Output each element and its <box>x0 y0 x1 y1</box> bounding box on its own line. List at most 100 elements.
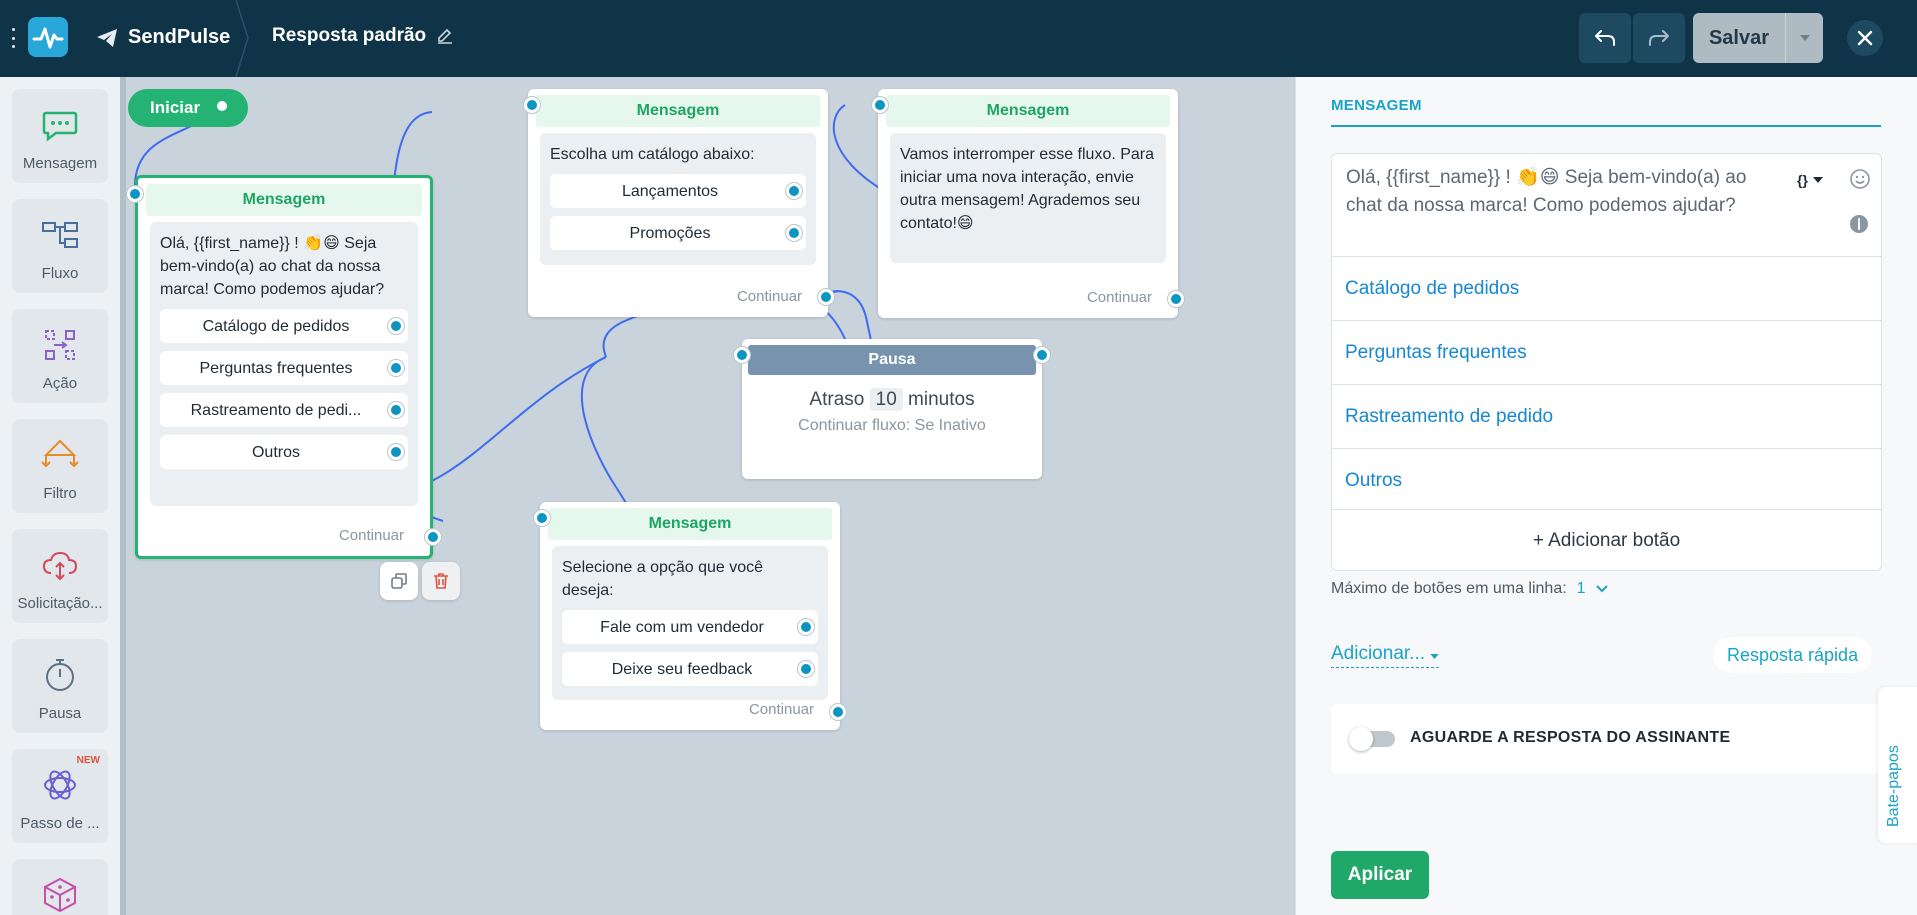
input-port[interactable] <box>127 186 143 202</box>
node-button-catalogo[interactable]: Catálogo de pedidos <box>160 309 408 343</box>
pause-node[interactable]: Pausa Atraso 10 minutos Continuar fluxo:… <box>734 339 1050 479</box>
continue-port[interactable] <box>830 704 846 720</box>
button-port[interactable] <box>388 360 404 376</box>
continue-port[interactable] <box>818 289 834 305</box>
continue-port[interactable] <box>1168 291 1184 307</box>
add-dropdown[interactable]: Adicionar... <box>1331 643 1440 668</box>
sidebar-item-passo[interactable]: NEW Passo de ... <box>12 749 108 843</box>
input-port[interactable] <box>524 97 540 113</box>
sidebar-item-pausa[interactable]: Pausa <box>12 639 108 733</box>
button-port[interactable] <box>786 183 802 199</box>
sidebar-item-mensagem[interactable]: Mensagem <box>12 89 108 183</box>
save-button[interactable]: Salvar <box>1693 13 1823 63</box>
node-message-body: Escolha um catálogo abaixo: Lançamentos … <box>540 133 816 265</box>
close-icon <box>1857 30 1873 46</box>
button-port[interactable] <box>388 444 404 460</box>
node-button-rastreamento[interactable]: Rastreamento de pedi... <box>160 393 408 427</box>
button-port[interactable] <box>786 225 802 241</box>
button-port[interactable] <box>388 402 404 418</box>
message-editor: Olá, {{first_name}} ! 👏😄 Seja bem-vindo(… <box>1331 153 1882 571</box>
node-message-body: Selecione a opção que você deseja: Fale … <box>552 546 828 700</box>
max-buttons-label: Máximo de botões em uma linha: <box>1331 580 1567 597</box>
flow-title[interactable]: Resposta padrão <box>272 25 454 47</box>
brand[interactable]: SendPulse <box>96 26 230 49</box>
message-node-catalog[interactable]: Mensagem Escolha um catálogo abaixo: Lan… <box>524 89 834 317</box>
ai-step-icon <box>44 770 76 800</box>
output-port[interactable] <box>1034 347 1050 363</box>
start-output-port[interactable] <box>214 98 230 114</box>
wait-reply-toggle[interactable] <box>1349 727 1395 751</box>
emoji-icon[interactable] <box>1849 168 1871 190</box>
panel-button-rastreamento[interactable]: Rastreamento de pedido <box>1332 384 1881 448</box>
top-bar: SendPulse Resposta padrão Salvar <box>0 0 1917 77</box>
sidebar-item-label: Passo de ... <box>20 815 100 832</box>
node-message-text: Selecione a opção que você deseja: <box>562 559 764 599</box>
pause-continue-text: Continuar fluxo: Se Inativo <box>798 417 986 434</box>
button-port[interactable] <box>388 318 404 334</box>
quick-reply-button[interactable]: Resposta rápida <box>1713 637 1873 673</box>
close-button[interactable] <box>1847 20 1883 56</box>
max-buttons-select[interactable]: 1 <box>1577 580 1608 598</box>
node-message-text: Olá, {{first_name}} ! 👏😄 Seja bem-vindo(… <box>160 235 385 298</box>
button-port[interactable] <box>798 619 814 635</box>
node-button-label: Promoções <box>629 224 711 242</box>
node-button-vendedor[interactable]: Fale com um vendedor <box>562 610 818 644</box>
sidebar-item-filtro[interactable]: Filtro <box>12 419 108 513</box>
chats-side-tab[interactable]: Bate-papos <box>1878 687 1917 843</box>
trash-icon <box>434 573 448 589</box>
button-port[interactable] <box>798 661 814 677</box>
message-node-options[interactable]: Mensagem Selecione a opção que você dese… <box>534 502 846 730</box>
node-title: Pausa <box>748 345 1036 375</box>
sidebar-item-acao[interactable]: Ação <box>12 309 108 403</box>
panel-button-perguntas[interactable]: Perguntas frequentes <box>1332 320 1881 384</box>
panel-button-label: Outros <box>1345 469 1403 491</box>
node-button-lancamentos[interactable]: Lançamentos <box>550 174 806 208</box>
node-button-label: Rastreamento de pedi... <box>190 401 362 419</box>
menu-dots-icon[interactable] <box>11 28 15 48</box>
chevron-down-icon <box>1596 585 1608 593</box>
flow-icon <box>42 222 78 248</box>
variables-dropdown[interactable]: {} <box>1787 168 1833 192</box>
node-button-perguntas[interactable]: Perguntas frequentes <box>160 351 408 385</box>
info-icon[interactable] <box>1849 214 1869 234</box>
start-node[interactable]: Iniciar <box>128 89 248 127</box>
undo-button[interactable] <box>1579 13 1631 63</box>
add-button-label: + Adicionar botão <box>1532 529 1681 551</box>
sidebar-item-label: Pausa <box>38 705 82 722</box>
message-node-welcome[interactable]: Mensagem Olá, {{first_name}} ! 👏😄 Seja b… <box>127 175 441 559</box>
pause-delay-value: 10 <box>869 388 903 411</box>
delete-node-button[interactable] <box>422 562 460 600</box>
max-buttons-value: 1 <box>1576 580 1586 597</box>
panel-button-catalogo[interactable]: Catálogo de pedidos <box>1332 256 1881 320</box>
node-button-feedback[interactable]: Deixe seu feedback <box>562 652 818 686</box>
new-badge: NEW <box>76 755 100 766</box>
flow-canvas[interactable]: Iniciar Mensagem Olá, {{first_name}} ! 👏… <box>126 77 1295 915</box>
message-text-input[interactable]: Olá, {{first_name}} ! 👏😄 Seja bem-vindo(… <box>1346 167 1747 216</box>
input-port[interactable] <box>872 97 888 113</box>
message-node-interrupt[interactable]: Mensagem Vamos interromper esse fluxo. P… <box>872 89 1184 318</box>
node-button-outros[interactable]: Outros <box>160 435 408 469</box>
filter-icon <box>41 439 79 468</box>
pulse-logo-icon[interactable] <box>28 17 68 57</box>
blocks-sidebar: Mensagem Fluxo Ação Filtro Solicitação..… <box>0 77 120 915</box>
input-port[interactable] <box>534 510 550 526</box>
sidebar-scrollbar[interactable] <box>120 77 126 915</box>
apply-button[interactable]: Aplicar <box>1331 851 1429 899</box>
redo-button[interactable] <box>1633 13 1685 63</box>
node-button-label: Perguntas frequentes <box>199 359 353 377</box>
node-button-promocoes[interactable]: Promoções <box>550 216 806 250</box>
cloud-request-icon <box>42 551 78 581</box>
copy-node-button[interactable] <box>380 562 418 600</box>
sidebar-item-fluxo[interactable]: Fluxo <box>12 199 108 293</box>
save-options-button[interactable] <box>1785 13 1823 63</box>
node-message-body: Olá, {{first_name}} ! 👏😄 Seja bem-vindo(… <box>150 222 418 506</box>
edit-pencil-icon[interactable] <box>436 27 454 45</box>
add-button-button[interactable]: + Adicionar botão <box>1332 509 1881 571</box>
continue-port[interactable] <box>425 529 441 545</box>
telegram-icon <box>97 28 117 47</box>
sidebar-item-solicitacao[interactable]: Solicitação... <box>12 529 108 623</box>
sidebar-item-random[interactable] <box>12 859 108 915</box>
panel-button-outros[interactable]: Outros <box>1332 448 1881 512</box>
input-port[interactable] <box>734 347 750 363</box>
pause-delay-prefix: Atraso <box>809 389 865 410</box>
